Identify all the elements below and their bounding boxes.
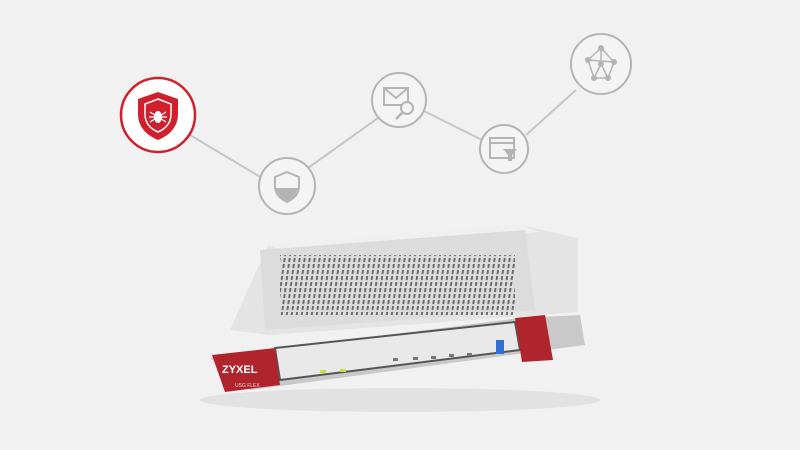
status-leds <box>320 369 346 373</box>
network-icon <box>570 33 632 95</box>
security-shield-bug-icon <box>119 76 197 154</box>
shield-icon <box>258 157 316 215</box>
web-filter-icon <box>479 124 529 174</box>
brand-logo: ZYXEL <box>222 364 258 376</box>
mail-search-icon <box>371 72 427 128</box>
model-label: USG FLEX <box>235 383 260 389</box>
usb-port <box>496 340 504 354</box>
front-red-caps <box>212 315 553 392</box>
connector-lines <box>189 89 577 179</box>
vent-grille <box>280 255 515 315</box>
firewall-device: ZYXEL USG FLEX <box>200 225 600 412</box>
ethernet-ports <box>393 353 472 361</box>
